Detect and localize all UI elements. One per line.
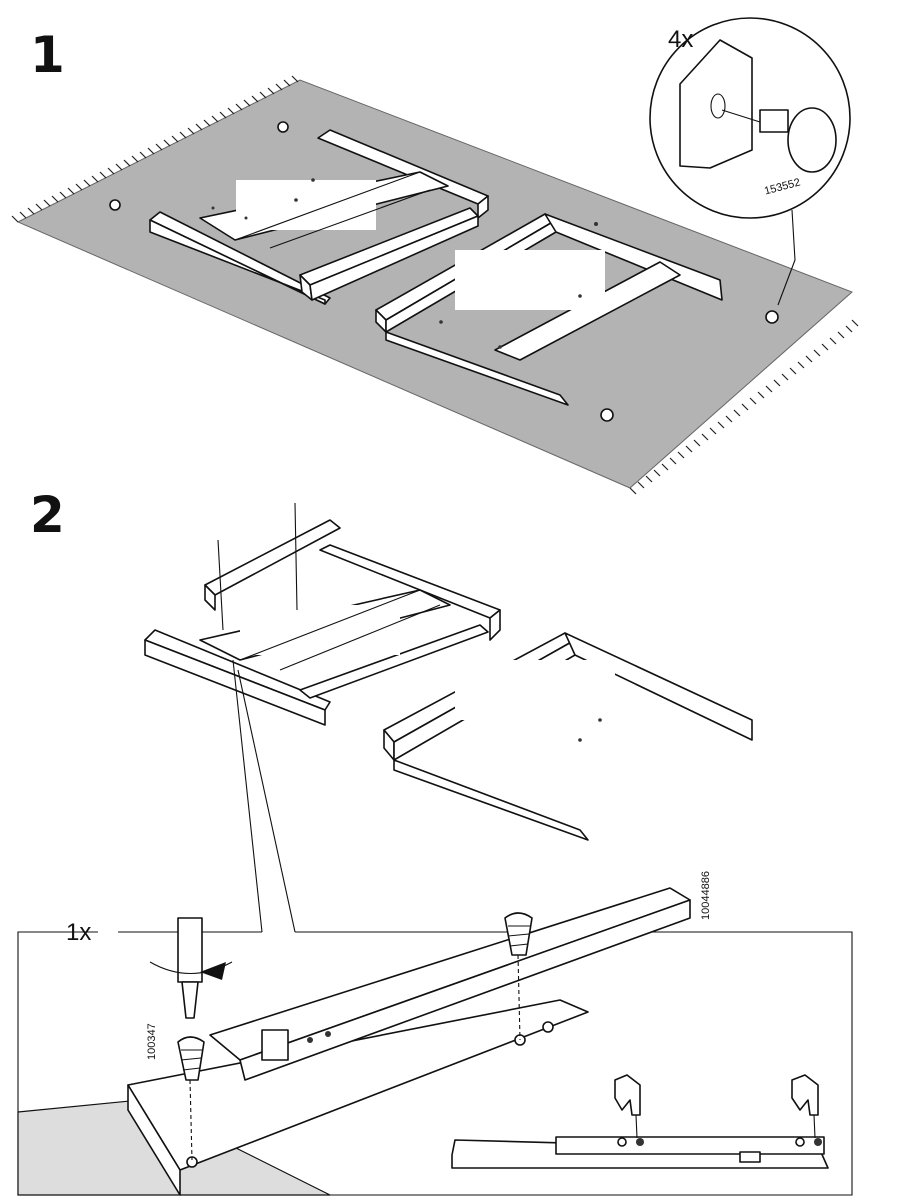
screw-part-code: 100347 [146, 1023, 158, 1060]
rail-inset-icon [451, 1136, 829, 1169]
glide-quantity-label: 4x [668, 26, 694, 53]
table-frame-step2-left-icon [144, 544, 501, 726]
glide-detail-icon [649, 17, 851, 306]
rail-part-code: 10044886 [700, 871, 712, 920]
rail-detail-icon [17, 887, 691, 1196]
glide-left-1-icon [109, 199, 121, 211]
rotation-arrow-icon [200, 962, 226, 980]
table-frame-step2-right-icon [383, 632, 753, 841]
hand-pointing-left-icon [614, 1074, 641, 1139]
screw-icon-2 [504, 912, 533, 1041]
table-frame-right-icon [375, 213, 723, 406]
screw-icon [177, 1036, 205, 1161]
glide-right-1-icon [765, 310, 779, 324]
screw-quantity-label: 1x [66, 919, 92, 946]
step-2-number: 2 [30, 486, 65, 544]
screw-small-left-icon [217, 539, 224, 631]
glide-left-2-icon [277, 121, 289, 133]
step-1-number: 1 [30, 26, 65, 84]
glide-right-2-icon [600, 408, 614, 422]
screw-small-right-icon [294, 502, 298, 611]
screwdriver-icon [149, 917, 233, 1019]
hand-pointing-right-icon [791, 1074, 819, 1139]
table-frame-left-icon [149, 129, 489, 305]
drawer-rail-icon [204, 519, 341, 611]
